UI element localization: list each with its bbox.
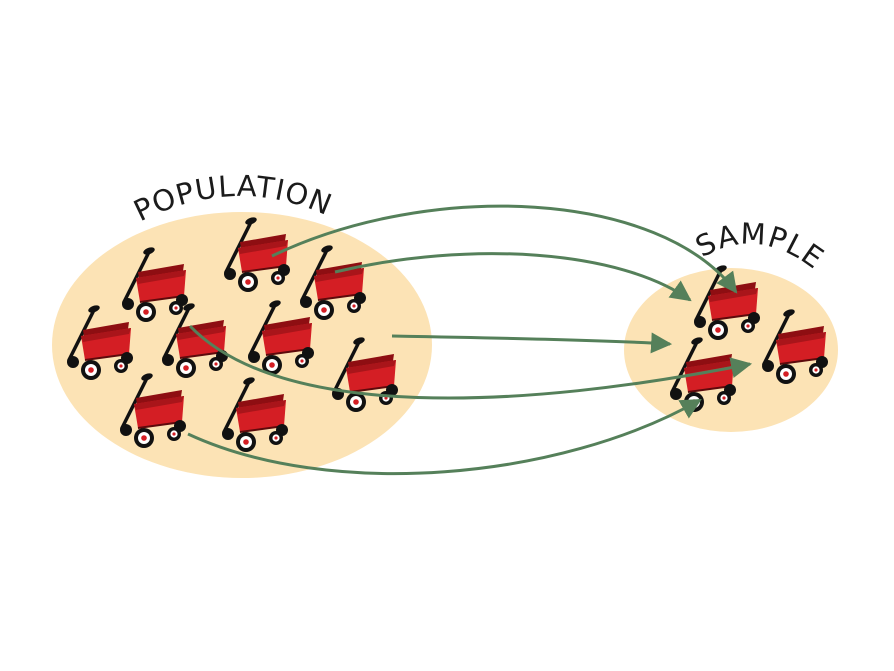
selection-arrow bbox=[271, 204, 738, 294]
selection-arrow bbox=[188, 324, 753, 400]
selection-arrows bbox=[187, 204, 753, 476]
selection-arrow bbox=[391, 332, 673, 354]
selection-arrow bbox=[187, 398, 702, 476]
selection-arrow bbox=[334, 252, 692, 302]
